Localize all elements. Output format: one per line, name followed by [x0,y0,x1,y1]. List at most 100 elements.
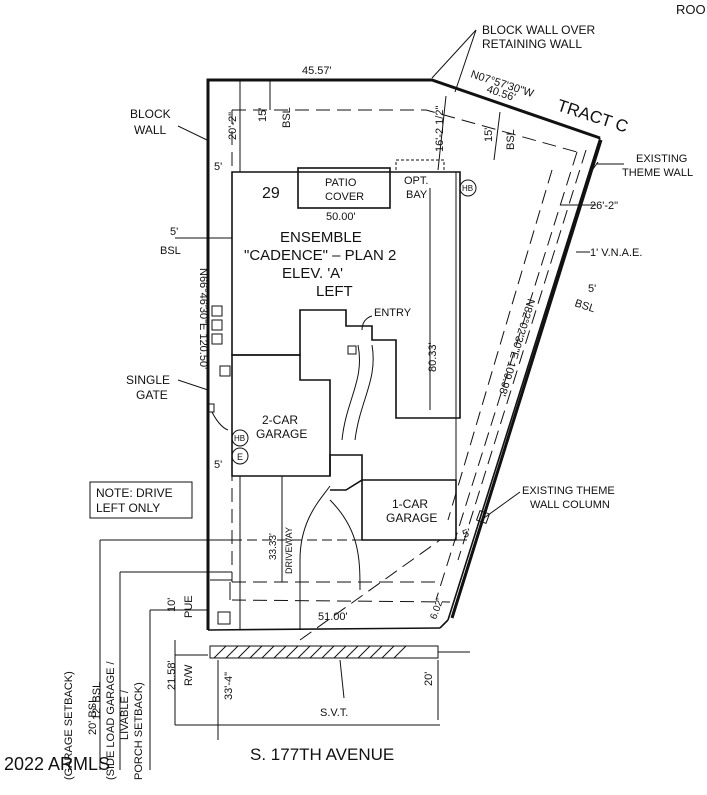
label-block-wall-over-retaining: BLOCK WALL OVER [482,23,595,37]
single-gate-swing [211,411,229,431]
single-gate-post [207,403,215,413]
setback-side-load-4: PORCH SETBACK) [133,682,145,780]
lot-boundary-block-wall [206,78,601,630]
label-e-garage: E [237,452,243,462]
label-entry: ENTRY [374,307,412,319]
dim-33-33: 33.33' [268,533,279,560]
driveway-curve [299,485,331,630]
label-single-gate: SINGLE [126,373,170,387]
setback-line-right [435,151,578,601]
ac-unit-1 [211,305,223,317]
bsl-5-right-lbl: BSL [573,297,596,315]
entry-walkway [341,344,374,441]
svt-box [217,611,231,625]
label-hb-top: HB [462,184,473,193]
hose-bib-top [459,179,477,197]
plan-elevation: ELEV. 'A' [282,265,343,282]
electric-meter [231,447,249,465]
setback-line-vnae [457,149,587,561]
copyright-watermark: 2022 ARMLS [4,754,110,774]
label-block-wall: BLOCK [130,107,171,121]
note-box [89,481,193,519]
label-patio-cover: PATIO [325,177,357,189]
dim-50: 50.00' [326,211,356,223]
bsl-15-left-lbl: BSL [281,107,293,128]
dim-5-right: 5' [461,527,473,541]
ac-unit-2 [211,319,223,331]
setback-side-load-3: LIVABLE / [119,689,131,740]
dim-rw-lbl: R/W [183,664,195,686]
setback-garage-2: (GARAGE SETBACK) [63,671,75,780]
dim-pue-lbl: PUE [183,595,195,618]
label-opt-bay-2: BAY [406,189,428,201]
hose-bib-garage [231,429,249,447]
dim-16-2-half: 16'-2 1/2" [434,106,446,152]
tract-label: TRACT C [555,96,631,137]
street-name: S. 177TH AVENUE [250,745,394,764]
dim-20-2: 20'-2" [227,112,239,140]
bearing-left: N66°46'30"E 120.50' [197,268,209,369]
patio-cover [297,167,391,209]
bsl-15-right-num: 15' [483,128,495,142]
ac-unit-3 [211,333,223,345]
plan-cadence: "CADENCE" – PLAN 2 [244,247,396,264]
plan-orientation: LEFT [316,283,353,300]
label-block-wall-2: WALL [134,123,167,137]
label-existing-column: EXISTING THEME [522,485,615,497]
garage-1car-outline [361,479,457,541]
label-existing-theme-wall-2: THEME WALL [622,167,693,179]
dim-6-02: 6.02' [428,597,446,621]
dim-51: 51.00' [318,611,348,623]
bsl-15-left-num: 15' [257,108,269,122]
leader-lines [99,29,624,770]
label-single-gate-2: GATE [136,388,168,402]
dim-rw-num: 21.58' [166,660,178,690]
existing-theme-wall [450,139,603,619]
opt-bay [395,159,445,173]
label-hb-garage: HB [234,434,245,443]
lot-boundary-right-line [447,137,601,621]
row-line [231,599,451,603]
dim-33-4: 33'-4" [223,672,235,700]
label-opt-bay: OPT. [404,175,428,187]
dim-80-33: 80.33' [427,342,439,372]
setback-line-right-inner [447,169,553,521]
bsl-15-right-lbl: BSL [505,129,517,150]
setback-side-load-1b: 12' BSL [91,682,103,720]
garage-2car-outline [231,354,331,477]
curb-hatching [213,645,407,659]
theme-wall-column [475,509,491,525]
entry-arc [361,315,373,331]
label-block-wall-over-retaining-2: RETAINING WALL [482,37,582,51]
lot-boundary-front-line [207,627,441,631]
entry-door [347,345,357,355]
sight-visibility-triangle [299,539,441,641]
setback-line-rear [232,109,578,153]
label-1car-garage: 1-CAR [392,497,428,511]
plan-ensemble: ENSEMBLE [280,229,362,246]
driveway-curve-right [329,499,361,591]
window-mark [219,365,231,377]
corner-text: ROO [676,2,706,17]
dim-5-left-bottom: 5' [214,459,222,471]
label-patio-cover-2: COVER [325,191,364,203]
label-2car-garage-2: GARAGE [256,427,307,441]
entry-walk-outline [329,454,363,491]
vnae-label: 1' V.N.A.E. [590,247,642,259]
bsl-5-left-lbl: BSL [160,245,181,257]
note-line-1: NOTE: DRIVE [96,486,173,500]
label-existing-column-2: WALL COLUMN [530,499,610,511]
lot-boundary-front-corner [439,619,449,629]
dim-top-45-57: 45.57' [302,65,332,77]
dim-5-left-top: 5' [214,161,222,173]
label-existing-theme-wall: EXISTING [636,153,687,165]
dim-pue-num: 10' [166,598,178,612]
label-driveway: DRIVEWAY [284,527,294,574]
bsl-5-left-num: 5' [170,226,178,238]
bsl-5-right-num: 5' [588,283,596,295]
dim-26-2: 26'-2" [590,200,618,212]
note-line-2: LEFT ONLY [96,501,160,515]
lot-number: 29 [262,185,280,202]
label-2car-garage: 2-CAR [262,413,298,427]
